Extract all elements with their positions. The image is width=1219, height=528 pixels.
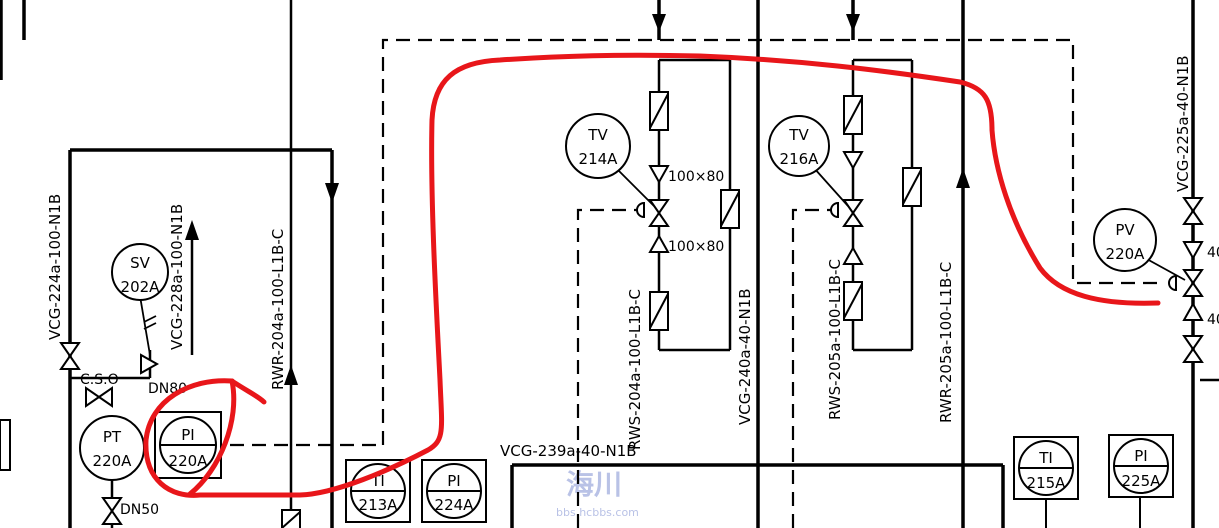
reducer-icon: [1182, 301, 1204, 321]
signal-tv216: [791, 208, 838, 528]
line-label-rws204a: RWS-204a-100-L1B-C: [626, 289, 644, 450]
gate-valve-icon: [1182, 335, 1204, 363]
actuator-pv220-icon: [1168, 274, 1177, 292]
instrument-pi-224a[interactable]: PI 224A: [421, 459, 487, 523]
leader-lines: [139, 167, 1186, 356]
control-valve-tv214-icon: [648, 199, 670, 227]
check-valve-icon: [648, 165, 670, 185]
instrument-ti-213a[interactable]: TI 213A: [345, 459, 411, 523]
inline-elements: [0, 91, 922, 528]
flow-arrows: [185, 14, 970, 385]
actuators: [636, 201, 1177, 292]
instrument-function: TV: [587, 126, 608, 144]
valves: [59, 151, 1204, 525]
arrow-down-icon: [846, 14, 860, 32]
instrument-function: PV: [1115, 221, 1135, 239]
reducer-icon: [842, 245, 864, 265]
reducer-icon: [648, 233, 670, 253]
instrument-function: TI: [1038, 449, 1053, 467]
annotation-size-right-bottom: 40: [1207, 312, 1219, 328]
instrument-pi-220a[interactable]: PI 220A: [154, 411, 222, 479]
red-markup: [143, 52, 1161, 498]
line-labels: VCG-224a-100-N1B VCG-228a-100-N1B RWR-20…: [46, 55, 1192, 460]
actuator-tv214-icon: [636, 201, 645, 219]
line-label-vcg224a: VCG-224a-100-N1B: [46, 194, 64, 340]
instrument-function: TV: [788, 126, 809, 144]
signal-lines: [230, 38, 1163, 528]
instrument-number: 220A: [1106, 245, 1146, 263]
annotation-cso: C.S.O: [80, 372, 119, 388]
watermark-text: 海川: [566, 468, 622, 501]
signal-tv214: [576, 208, 644, 528]
instrument-tv-216a[interactable]: TV 216A: [768, 115, 830, 177]
line-label-vcg240a: VCG-240a-40-N1B: [736, 288, 754, 425]
instrument-pv-220a[interactable]: PV 220A: [1093, 208, 1157, 272]
annotation-size-right-top: 40: [1207, 245, 1219, 261]
annotation-size-bottom: 100×80: [668, 239, 724, 255]
line-label-vcg228a: VCG-228a-100-N1B: [168, 204, 186, 350]
instrument-number: 220A: [93, 452, 133, 470]
arrow-down-icon: [652, 14, 666, 32]
annotation-dn50: DN50: [120, 502, 159, 518]
instrument-pt-220a[interactable]: PT 220A: [79, 415, 145, 481]
watermark: 海川 bbs.hcbbs.com: [556, 468, 639, 519]
line-label-vcg225a: VCG-225a-40-N1B: [1174, 55, 1192, 192]
instrument-function: PI: [447, 472, 460, 490]
line-label-rws205a: RWS-205a-100-L1B-C: [826, 259, 844, 420]
arrow-up-icon: [185, 220, 199, 240]
instrument-number: 225A: [1122, 472, 1162, 490]
instrument-number: 215A: [1027, 474, 1067, 492]
instrument-function: PT: [103, 428, 122, 446]
instrument-number: 216A: [780, 150, 820, 168]
instrument-pi-225a[interactable]: PI 225A: [1108, 434, 1174, 498]
markup-hook: [187, 378, 237, 497]
annotations: C.S.O DN80 DN50 100×80 100×80 40 40: [80, 169, 1219, 518]
instrument-number: 214A: [579, 150, 619, 168]
instrument-function: PI: [181, 426, 194, 444]
markup-tail: [229, 378, 267, 405]
gate-valve-icon: [1182, 197, 1204, 225]
instrument-number: 213A: [359, 496, 399, 514]
arrow-up-icon: [284, 365, 298, 385]
instrument-ti-215a[interactable]: TI 215A: [1013, 436, 1079, 500]
control-valve-pv220-icon: [1182, 269, 1204, 297]
instrument-tv-214a[interactable]: TV 214A: [565, 113, 631, 179]
line-label-rwr204a: RWR-204a-100-L1B-C: [269, 229, 287, 390]
safety-valve-sv202-icon: [140, 353, 160, 375]
annotation-size-top: 100×80: [668, 169, 724, 185]
control-valve-tv216-icon: [842, 199, 864, 227]
gate-valve-icon: [59, 342, 81, 370]
reducer-icon: [1182, 241, 1204, 261]
line-label-rwr205a: RWR-205a-100-L1B-C: [937, 262, 955, 423]
check-valve-icon: [842, 151, 864, 171]
line-label-vcg239a: VCG-239a-40-N1B: [500, 442, 637, 460]
arrow-up-icon: [956, 168, 970, 188]
instrument-sv-202a[interactable]: SV 202A: [111, 243, 169, 301]
instrument-number: 220A: [169, 452, 209, 470]
instrument-number: 224A: [435, 496, 475, 514]
instrument-number: 202A: [121, 278, 161, 296]
element-far-left: [0, 419, 11, 471]
actuator-tv216-icon: [830, 201, 839, 219]
markup-loop-path: [143, 52, 1161, 498]
instruments: SV 202A PT 220A PI 220A TV 214A TV 216A: [79, 113, 1174, 523]
arrow-down-icon: [325, 183, 339, 203]
cso-valve-icon: [85, 386, 113, 408]
instrument-function: SV: [130, 254, 151, 272]
watermark-url: bbs.hcbbs.com: [556, 506, 639, 519]
instrument-function: PI: [1134, 447, 1147, 465]
signal-loop-main: [381, 38, 1163, 445]
gate-valve-icon: [101, 497, 123, 525]
